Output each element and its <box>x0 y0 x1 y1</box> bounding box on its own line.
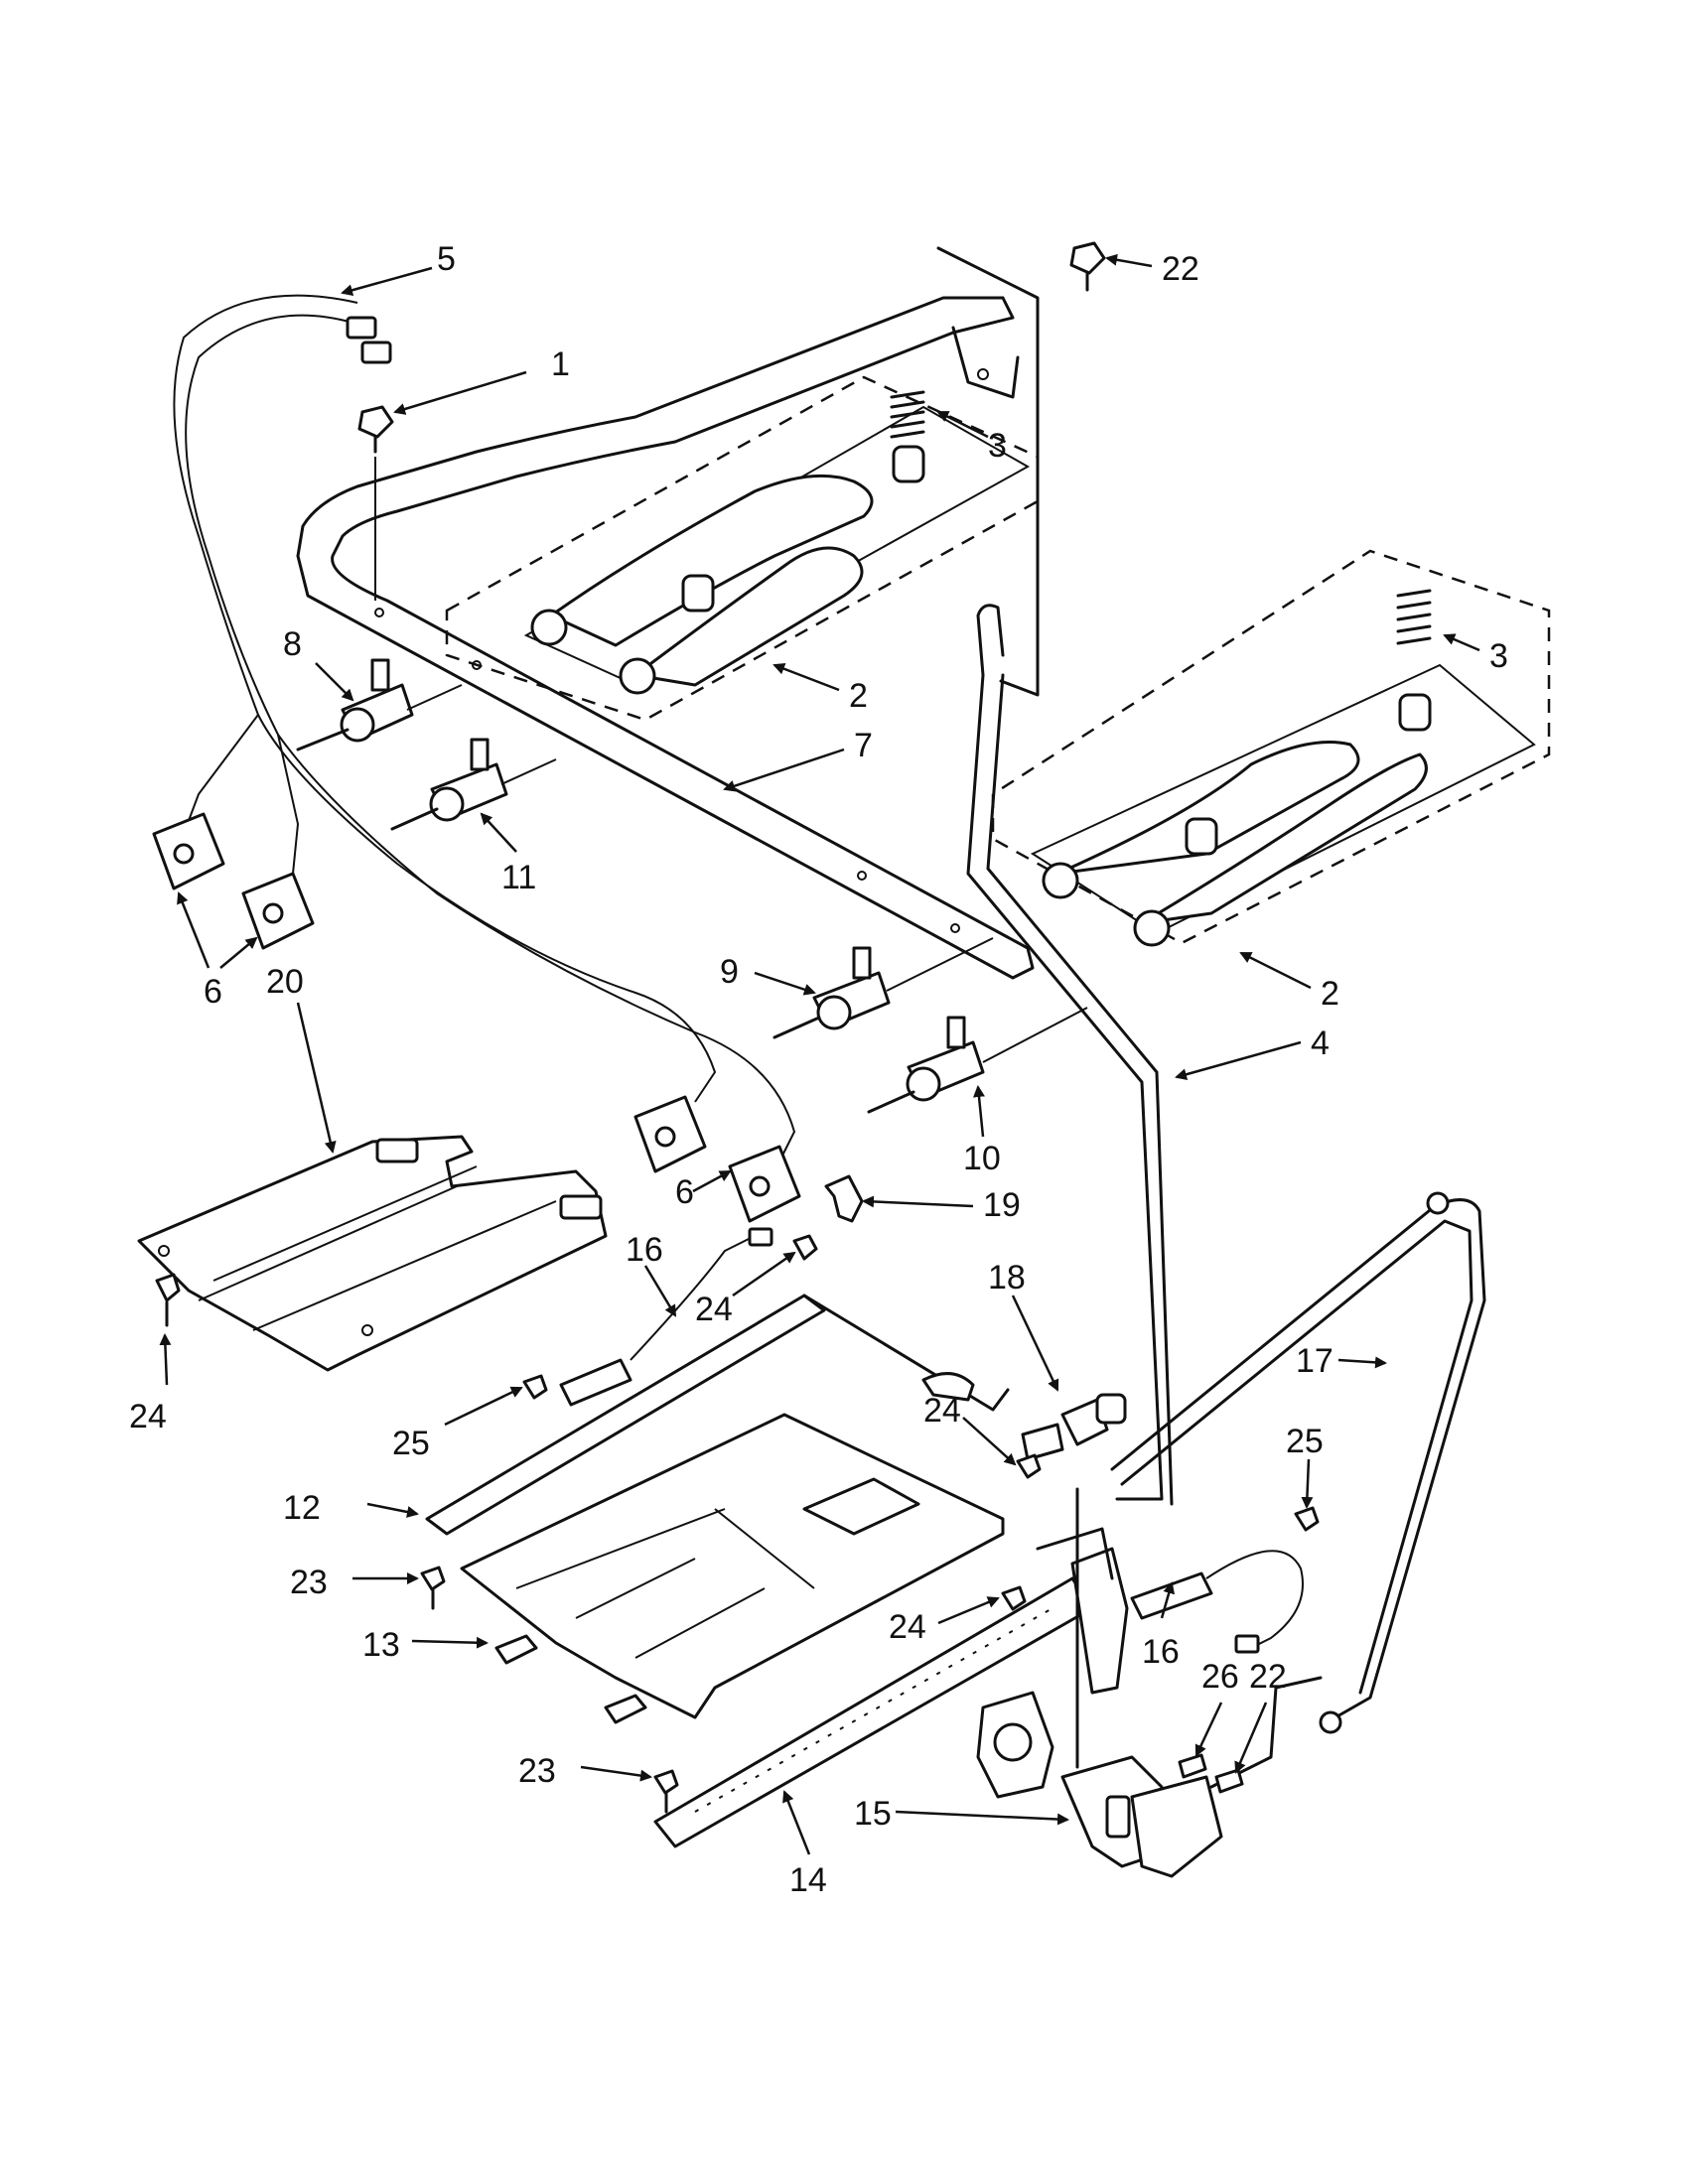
igniter-upper <box>559 1227 773 1407</box>
broil-burner-part-12 <box>425 1294 1010 1536</box>
callout-6: 6 <box>204 973 222 1011</box>
callout-22: 22 <box>1162 250 1199 288</box>
callout-4: 4 <box>1311 1024 1330 1062</box>
callout-13: 13 <box>362 1626 400 1664</box>
callout-25: 25 <box>392 1425 430 1462</box>
switch-center-2 <box>728 1145 801 1223</box>
callout-arrows <box>159 253 1480 1855</box>
callout-17: 17 <box>1296 1342 1333 1380</box>
switch-left-2 <box>241 872 315 950</box>
wire-harness <box>173 294 796 1172</box>
screw-24-lower <box>1001 1585 1027 1611</box>
igniter-lower <box>1130 1550 1304 1654</box>
callout-23: 23 <box>290 1564 328 1601</box>
callout-22: 22 <box>1249 1658 1287 1696</box>
screw-23-lower <box>653 1769 679 1814</box>
callout-7: 7 <box>854 727 873 764</box>
burner-plate-part-13 <box>460 1413 1005 1724</box>
back-bracket <box>936 246 1040 697</box>
spring-right <box>1396 589 1432 732</box>
callout-24: 24 <box>695 1291 733 1328</box>
callout-1: 1 <box>551 345 570 383</box>
burner-tray-rear <box>445 375 1040 722</box>
screw-22-lower <box>1214 1768 1244 1794</box>
callout-5: 5 <box>437 240 456 278</box>
gas-line-part-17 <box>1110 1191 1486 1734</box>
burner-valve-8 <box>296 658 463 751</box>
screw-24-left <box>155 1273 181 1327</box>
switch-left-1 <box>152 812 225 890</box>
screw-23-upper <box>420 1566 446 1610</box>
burner-valve-9 <box>772 937 994 1039</box>
callout-10: 10 <box>963 1140 1001 1177</box>
spring-upper <box>890 390 925 439</box>
callout-24: 24 <box>923 1392 961 1430</box>
heat-shield-plate <box>137 1135 608 1372</box>
burner-tray-front <box>991 549 1551 947</box>
callout-24: 24 <box>889 1608 926 1646</box>
bake-burner-part-14 <box>653 1547 1129 1848</box>
callout-26: 26 <box>1201 1658 1239 1696</box>
orifice-part-18 <box>1021 1393 1127 1461</box>
screw-part-22-top <box>1069 241 1106 292</box>
switch-center-1 <box>633 1095 707 1173</box>
callout-19: 19 <box>983 1186 1021 1224</box>
callout-25: 25 <box>1286 1423 1324 1460</box>
callout-3: 3 <box>1489 637 1508 675</box>
gas-valve-part-15 <box>976 1691 1223 1878</box>
callout-9: 9 <box>720 953 739 991</box>
screw-25-right <box>1294 1506 1320 1532</box>
burner-valve-11 <box>390 738 557 831</box>
callout-23: 23 <box>518 1752 556 1790</box>
screw-25-left <box>522 1374 548 1400</box>
callout-14: 14 <box>789 1861 827 1899</box>
screw-26 <box>1178 1753 1207 1779</box>
callout-3: 3 <box>988 427 1007 465</box>
manifold-pipe <box>296 296 1035 980</box>
screw-24-mid <box>1016 1453 1042 1479</box>
screw-24-upper <box>792 1234 818 1261</box>
callout-8: 8 <box>283 625 302 663</box>
clip-part-19 <box>824 1174 864 1223</box>
screw-part-1 <box>357 405 394 601</box>
callout-6: 6 <box>675 1173 694 1211</box>
callout-12: 12 <box>283 1489 321 1527</box>
callout-20: 20 <box>266 963 304 1001</box>
burner-valve-10 <box>867 1007 1088 1114</box>
callout-labels: 5 1 22 3 8 2 7 3 11 6 20 9 2 4 10 6 19 1… <box>129 240 1508 1899</box>
callout-2: 2 <box>849 677 868 715</box>
gas-line-part-4 <box>966 604 1174 1506</box>
callout-11: 11 <box>501 859 536 896</box>
callout-18: 18 <box>988 1259 1026 1297</box>
callout-16: 16 <box>626 1231 663 1269</box>
callout-15: 15 <box>854 1795 892 1833</box>
callout-24: 24 <box>129 1398 167 1435</box>
callout-16: 16 <box>1142 1633 1180 1671</box>
callout-2: 2 <box>1321 975 1339 1013</box>
